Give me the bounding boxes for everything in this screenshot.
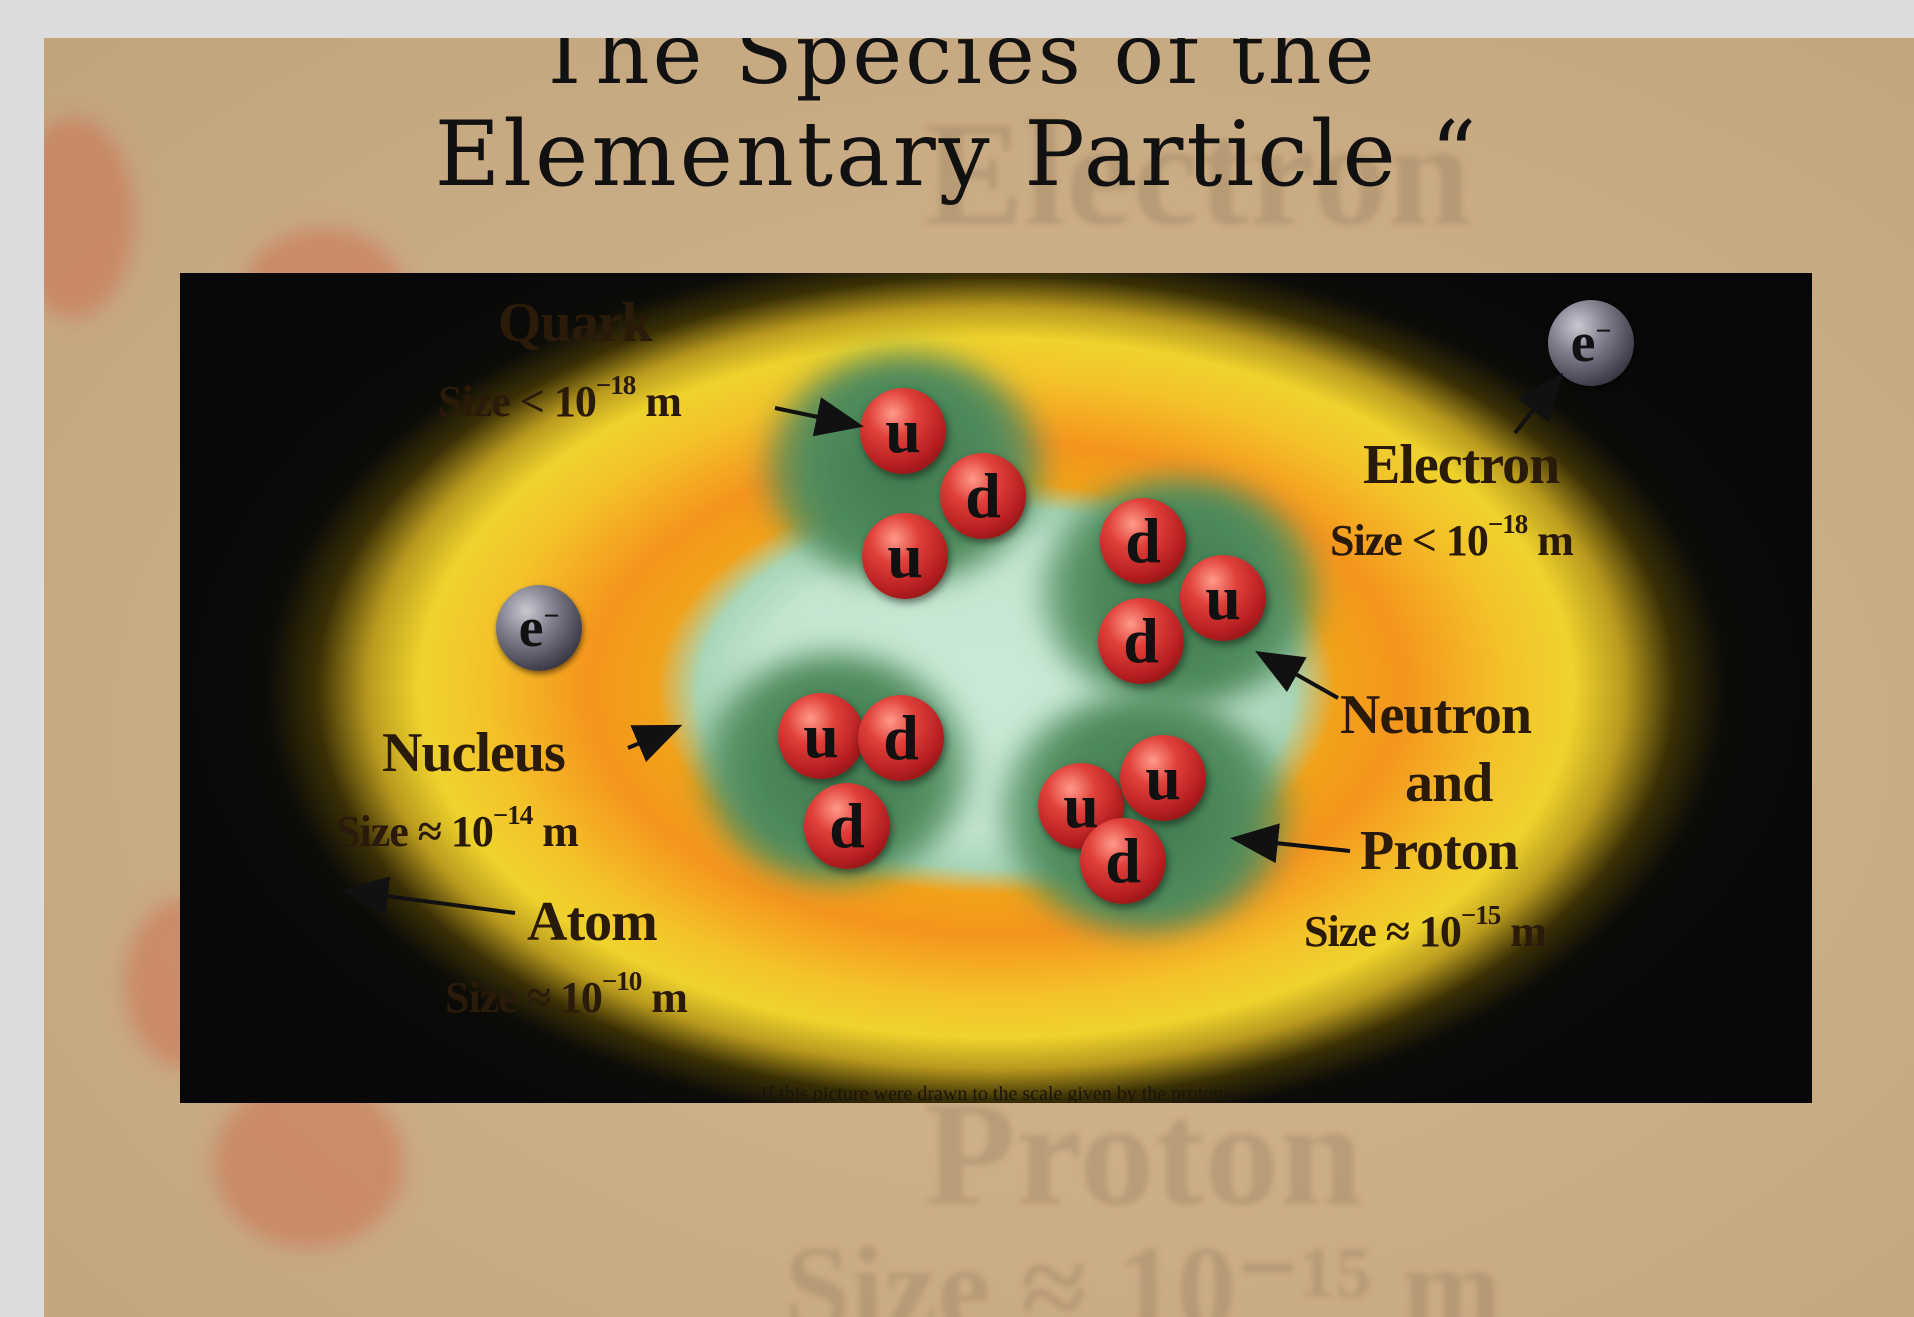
atom-arrow [340, 876, 516, 917]
quark-down: d [858, 695, 944, 781]
quark-down: d [940, 453, 1026, 539]
diagram-caption: If this picture were drawn to the scale … [760, 1083, 1232, 1103]
electron-particle: e− [1548, 300, 1634, 386]
quark-up: u [862, 513, 948, 599]
quark-label: Quark [498, 292, 653, 354]
atom-diagram: u d u d u d u d d u u d e− e− Quark Size… [180, 273, 1812, 1103]
quark-down: d [1080, 818, 1166, 904]
nucleus-label: Nucleus [382, 722, 566, 784]
neutron-label: Neutron [1340, 684, 1532, 746]
atom-label: Atom [527, 891, 658, 953]
atom-size-label: Size ≈ 10−10 m [445, 966, 688, 1022]
electron-size-label: Size < 10−18 m [1330, 509, 1574, 565]
quark-size-label: Size < 10−18 m [438, 370, 682, 426]
background-red-blob [214, 1078, 404, 1248]
quark-up: u [1120, 735, 1206, 821]
background-ghost-text: Electron [924, 91, 1472, 257]
electron-symbol: e [1570, 312, 1596, 374]
electron-charge: − [543, 601, 560, 632]
nucleus-arrow [627, 724, 683, 763]
electron-label: Electron [1363, 434, 1560, 496]
title-line1-clip: The Species of the [0, 38, 1914, 138]
nucleon-size-label: Size ≈ 10−15 m [1304, 900, 1547, 956]
quark-arrow [774, 397, 864, 437]
proton-label: Proton [1360, 820, 1519, 882]
page-title-line1: The Species of the [536, 38, 1378, 103]
quark-up: u [860, 388, 946, 474]
proton-arrow [1230, 823, 1351, 864]
quark-up: u [1180, 555, 1266, 641]
quark-down: d [1100, 498, 1186, 584]
page-title-line2: Elementary Particle “ [434, 102, 1480, 207]
neutron-arrow [1255, 651, 1339, 700]
quark-up: u [778, 693, 864, 779]
electron-charge: − [1595, 316, 1612, 347]
nucleus-size-label: Size ≈ 10−14 m [336, 800, 579, 856]
electron-particle: e− [496, 585, 582, 671]
pointer-arrows [340, 372, 1563, 917]
and-label: and [1405, 752, 1493, 814]
electron-symbol: e [518, 597, 544, 659]
quark-down: d [804, 783, 890, 869]
quark-down: d [1098, 598, 1184, 684]
electron-arrow [1513, 372, 1563, 435]
background-ghost-text: Size ≈ 10⁻¹⁵ m [784, 1221, 1502, 1317]
